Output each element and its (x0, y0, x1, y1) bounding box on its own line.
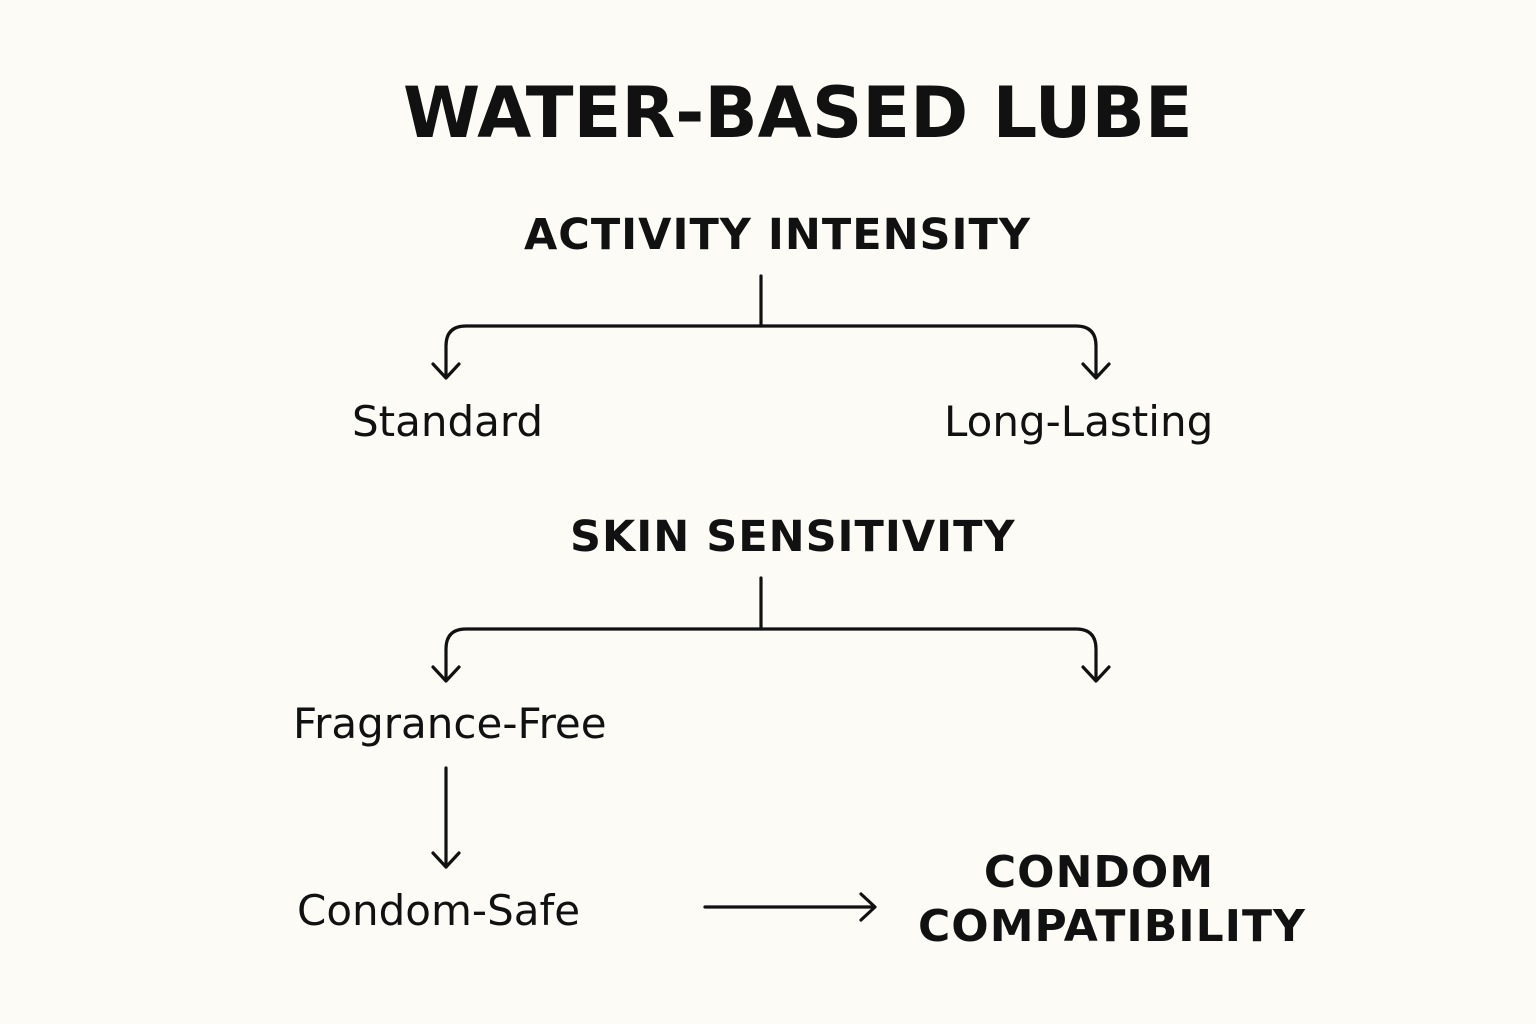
option-condom-safe: Condom-Safe (297, 886, 581, 935)
arrowhead-right-branch (1081, 665, 1111, 683)
condom-compatibility-result: CONDOM COMPATIBILITY (918, 846, 1306, 953)
arrowhead-compatibility (859, 892, 877, 922)
skin-sensitivity-heading: SKIN SENSITIVITY (570, 512, 1016, 562)
arrowhead-long-lasting (1081, 362, 1111, 380)
arrowhead-condom-safe (431, 851, 461, 869)
skin-branch-bar (444, 627, 1098, 681)
arrowhead-fragrance-free (431, 665, 461, 683)
option-fragrance-free: Fragrance-Free (293, 699, 607, 748)
option-long-lasting: Long-Lasting (944, 397, 1214, 446)
option-standard: Standard (352, 397, 544, 446)
arrowhead-standard (431, 362, 461, 380)
diagram-title: WATER-BASED LUBE (403, 72, 1193, 154)
activity-branch-bar (444, 324, 1098, 378)
result-line-2: COMPATIBILITY (918, 900, 1306, 952)
activity-intensity-heading: ACTIVITY INTENSITY (524, 210, 1031, 260)
result-line-1: CONDOM (983, 847, 1215, 898)
